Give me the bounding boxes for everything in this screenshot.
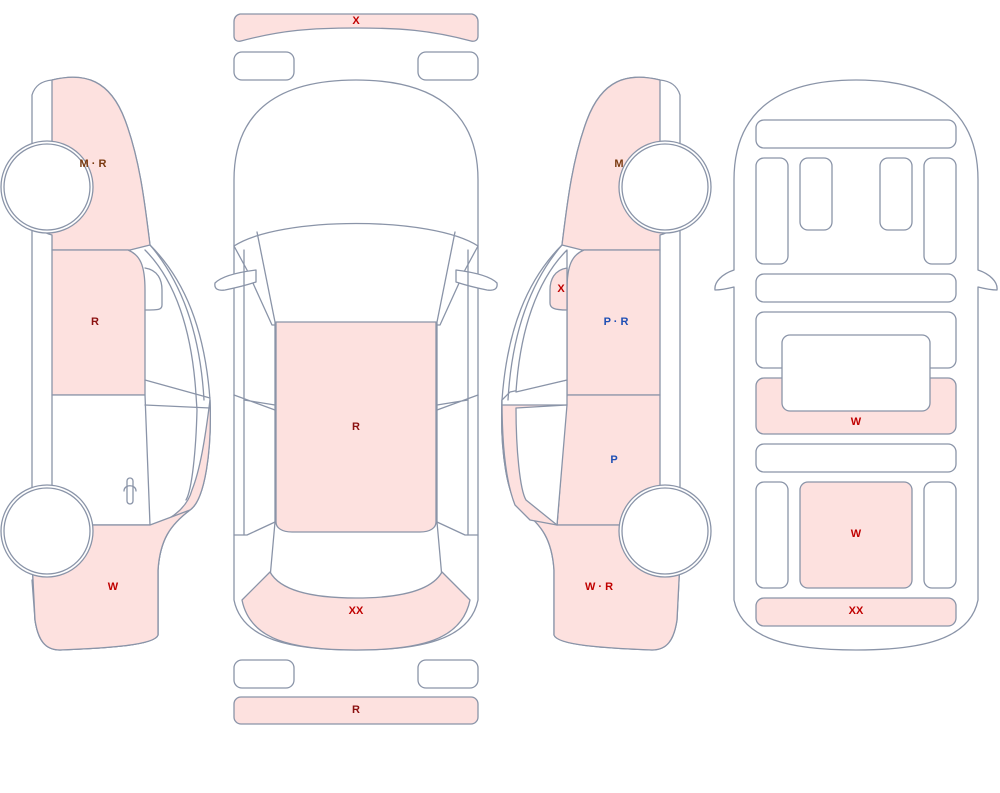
front-bumper[interactable] — [233, 13, 479, 42]
front-right-door-panel — [923, 157, 957, 265]
left-front-door[interactable] — [51, 249, 146, 396]
left-window-line — [144, 249, 198, 501]
front-right-seat — [879, 157, 913, 231]
damage-labels: X R XX R M · R R W M X P · R P W · R W W… — [80, 15, 864, 716]
left-taillight — [233, 659, 295, 689]
label-front-bumper: X — [352, 15, 360, 27]
label-rear-windshield: XX — [349, 605, 364, 617]
label-right-mirror: X — [557, 283, 565, 295]
left-belt-line — [144, 379, 211, 409]
under-panel-3[interactable] — [755, 597, 957, 627]
label-right-front-fender: M — [614, 158, 623, 170]
left-door-handle-arc — [123, 485, 137, 492]
side-window-edges — [243, 249, 469, 536]
label-under-panel-3: XX — [849, 605, 864, 617]
label-right-rear-door: P — [610, 454, 617, 466]
interior-view — [714, 79, 998, 651]
left-mirror-top[interactable] — [214, 269, 257, 291]
label-left-rear-quarter: W — [108, 581, 119, 593]
rear-left-door-panel — [755, 481, 789, 589]
label-left-front-fender: M · R — [80, 158, 107, 170]
b-pillar-lines — [233, 394, 479, 411]
roof[interactable] — [275, 321, 437, 533]
right-window-line-outer — [507, 244, 563, 401]
left-mirror[interactable] — [144, 267, 163, 311]
front-windshield — [233, 222, 479, 326]
label-rear-bumper: R — [352, 704, 360, 716]
right-taillight — [417, 659, 479, 689]
rear-right-door-panel — [923, 481, 957, 589]
left-door-handle — [126, 477, 134, 505]
pillar-lines — [256, 231, 456, 579]
label-under-panel-2: W — [851, 528, 862, 540]
center-strip — [755, 273, 957, 303]
left-headlight — [233, 51, 295, 81]
right-mirror-top[interactable] — [455, 269, 498, 291]
label-right-rear-quarter: W · R — [585, 581, 613, 593]
label-under-panel-1: W — [851, 416, 862, 428]
rear-windshield[interactable] — [241, 571, 471, 651]
rear-bumper[interactable] — [233, 696, 479, 725]
top-view — [214, 13, 498, 725]
front-left-door-panel — [755, 157, 789, 265]
rear-pillar-lines — [233, 521, 479, 536]
right-rear-window — [515, 404, 568, 526]
rear-strip — [755, 443, 957, 473]
left-side-view — [0, 76, 211, 651]
interior-body-outline — [714, 79, 998, 651]
front-left-seat — [799, 157, 833, 231]
right-side-view — [501, 76, 712, 651]
dashboard — [755, 119, 957, 149]
label-right-front-door: P · R — [604, 316, 629, 328]
under-panel-2[interactable] — [799, 481, 913, 589]
right-mirror[interactable] — [549, 267, 568, 311]
label-roof: R — [352, 421, 360, 433]
right-front-wheel — [621, 143, 709, 231]
left-window-line-outer — [149, 244, 205, 401]
right-rear-wheel — [621, 487, 709, 575]
label-left-front-door: R — [91, 316, 99, 328]
center-console — [781, 334, 931, 412]
left-front-wheel — [3, 143, 91, 231]
left-rear-wheel — [3, 487, 91, 575]
right-headlight — [417, 51, 479, 81]
